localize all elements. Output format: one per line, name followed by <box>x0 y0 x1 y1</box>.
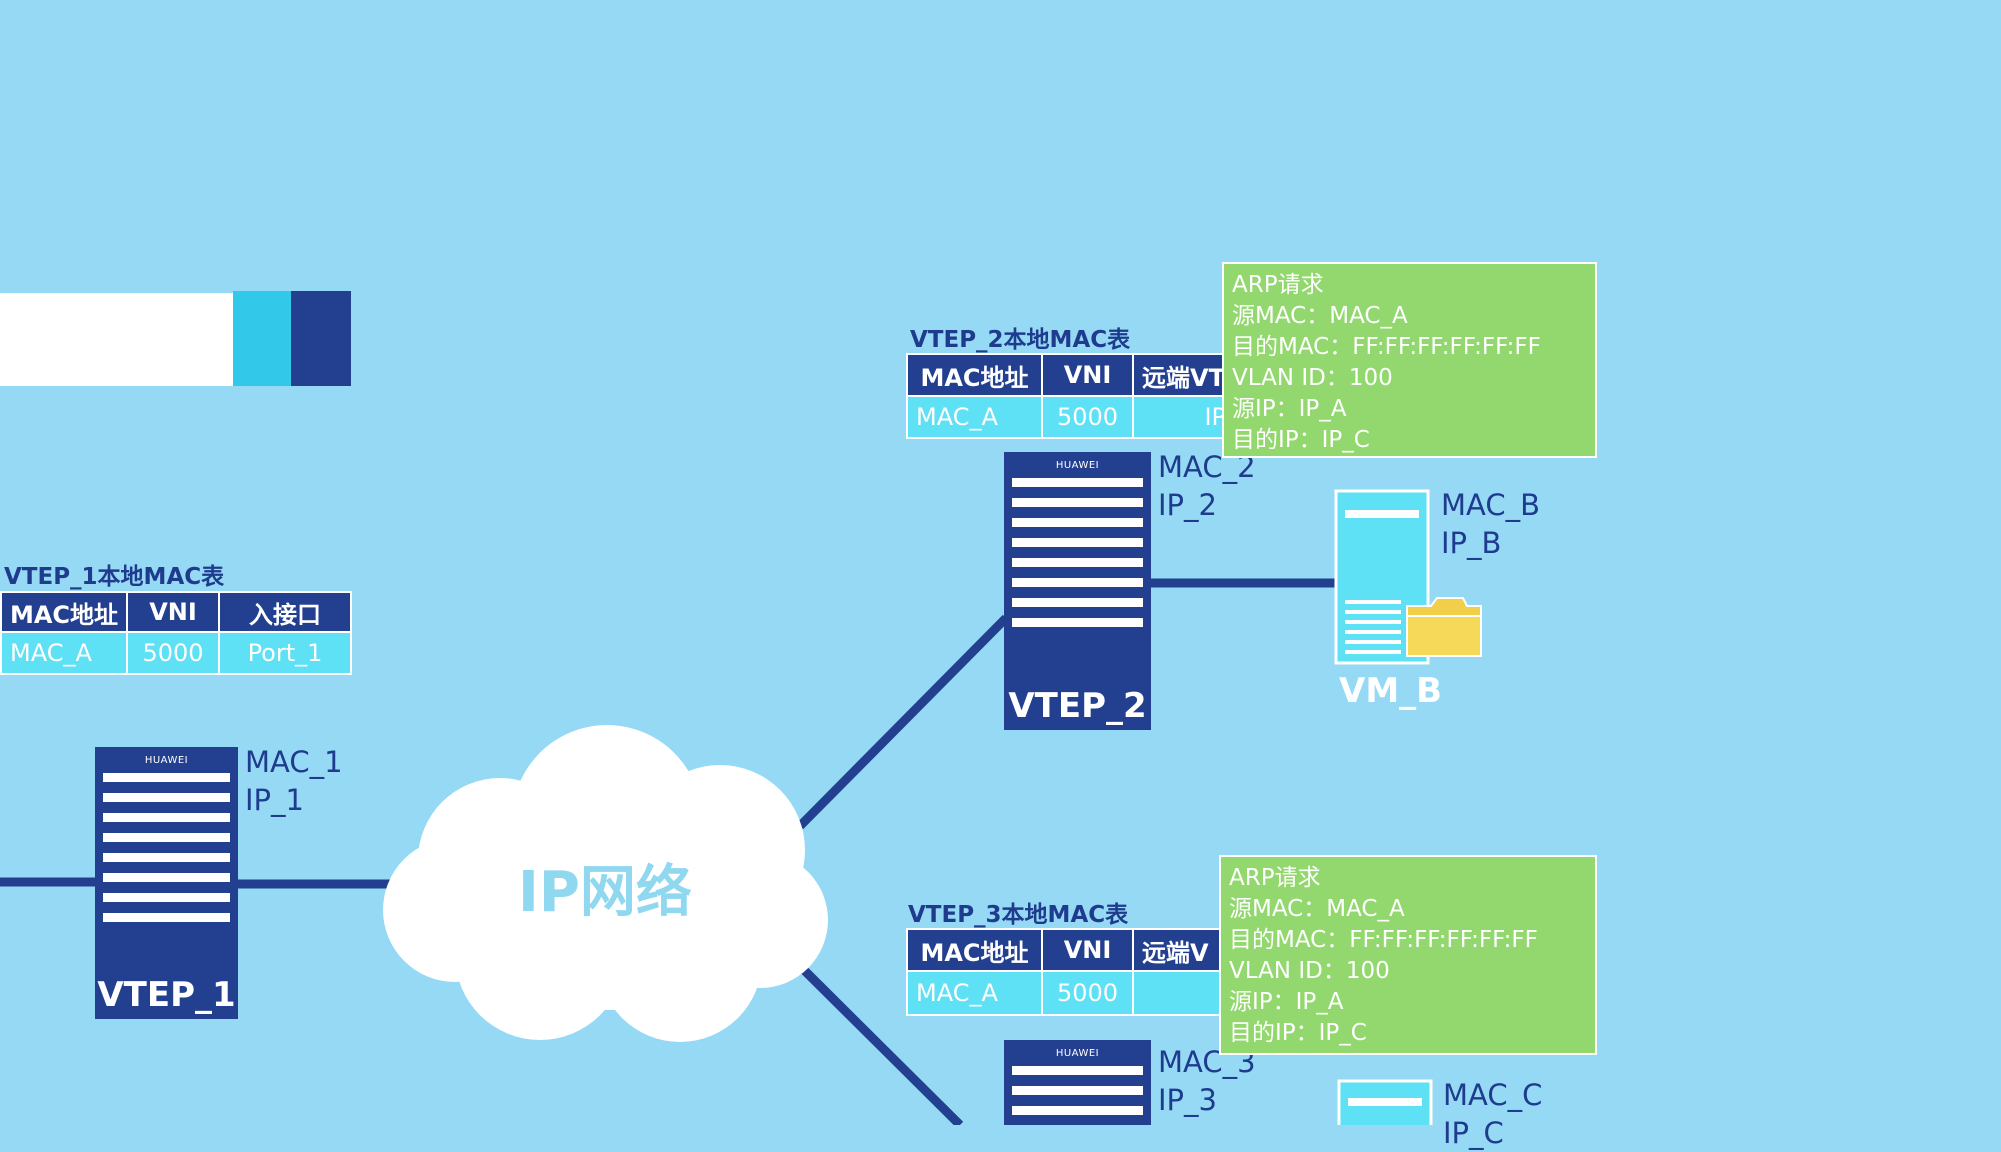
huawei-logo: HUAWEI <box>1055 460 1100 471</box>
vtep2-ip: IP_2 <box>1158 488 1217 522</box>
network-links <box>0 578 1336 1125</box>
vtep1-address: MAC_1 IP_1 <box>245 743 343 819</box>
packet-outer-header-segment <box>291 291 351 386</box>
vtep2-mac-table: MAC地址 VNI 远端VT MAC_A 5000 IP <box>906 353 1228 439</box>
vtep3-table-title: VTEP_3本地MAC表 <box>908 902 1129 928</box>
vtep1-ip: IP_1 <box>245 783 304 817</box>
vm-c-server <box>1336 1078 1436 1143</box>
arp-vlan: VLAN ID：100 <box>1232 365 1393 391</box>
vtep1-cell-vni: 5000 <box>128 633 220 673</box>
vm-c-mac: MAC_C <box>1443 1078 1543 1112</box>
vtep2-header-mac: MAC地址 <box>908 355 1043 395</box>
vtep3-header-vni: VNI <box>1043 930 1134 970</box>
vtep1-table-title: VTEP_1本地MAC表 <box>4 564 225 590</box>
huawei-logo: HUAWEI <box>144 755 189 766</box>
arp-vlan: VLAN ID：100 <box>1229 958 1390 984</box>
vtep1-header-vni: VNI <box>128 593 220 631</box>
link-cloud-vtep3 <box>796 962 964 1125</box>
vm-c-ip: IP_C <box>1443 1116 1504 1150</box>
arp-dst-mac: 目的MAC：FF:FF:FF:FF:FF:FF <box>1232 334 1541 360</box>
server-icon <box>1337 1079 1433 1143</box>
vm-b-address: MAC_B IP_B <box>1441 486 1540 562</box>
arp-dst-mac: 目的MAC：FF:FF:FF:FF:FF:FF <box>1229 927 1538 953</box>
arp-title: ARP请求 <box>1232 272 1324 298</box>
vtep2-switch: HUAWEI VTEP_2 <box>1004 452 1151 730</box>
vtep3-header-mac: MAC地址 <box>908 930 1043 970</box>
vtep1-mac-table: MAC地址 VNI 入接口 MAC_A 5000 Port_1 <box>0 591 352 675</box>
arp-src-mac: 源MAC：MAC_A <box>1232 303 1408 329</box>
packet-inner-header-segment <box>233 291 291 386</box>
arp-src-mac: 源MAC：MAC_A <box>1229 896 1405 922</box>
vtep1-header-port: 入接口 <box>220 593 350 631</box>
vtep2-header-vni: VNI <box>1043 355 1134 395</box>
vtep1-header-mac: MAC地址 <box>2 593 128 631</box>
switch-ports-icon <box>1012 478 1143 638</box>
vtep3-ip: IP_3 <box>1158 1083 1217 1117</box>
switch-ports-icon <box>103 773 230 933</box>
folder-icon <box>1406 597 1482 657</box>
vtep2-address: MAC_2 IP_2 <box>1158 448 1256 524</box>
cloud-label: IP网络 <box>518 860 692 925</box>
vtep2-cell-remote: IP <box>1134 397 1226 437</box>
arp-src-ip: 源IP：IP_A <box>1232 396 1347 422</box>
vtep2-label: VTEP_2 <box>1008 686 1147 726</box>
vtep1-label: VTEP_1 <box>97 975 236 1015</box>
cloud-shape <box>383 725 828 1042</box>
vtep1-switch: HUAWEI VTEP_1 <box>95 747 238 1019</box>
switch-ports-icon <box>1012 1066 1143 1126</box>
link-cloud-vtep2 <box>796 614 1010 830</box>
vm-b-mac: MAC_B <box>1441 488 1540 522</box>
vtep2-arp-request: ARP请求 源MAC：MAC_A 目的MAC：FF:FF:FF:FF:FF:FF… <box>1222 262 1597 458</box>
vtep3-header-remote: 远端V <box>1134 930 1226 970</box>
vm-b-label: VM_B <box>1339 671 1443 711</box>
vtep2-table-title: VTEP_2本地MAC表 <box>910 327 1131 353</box>
vtep1-cell-mac: MAC_A <box>2 633 128 673</box>
vm-b-ip: IP_B <box>1441 526 1502 560</box>
vtep3-arp-request: ARP请求 源MAC：MAC_A 目的MAC：FF:FF:FF:FF:FF:FF… <box>1219 855 1597 1055</box>
vtep2-cell-vni: 5000 <box>1043 397 1134 437</box>
packet-payload-segment <box>0 293 233 386</box>
vtep3-mac-table: MAC地址 VNI 远端V MAC_A 5000 I <box>906 928 1228 1016</box>
vtep3-cell-remote: I <box>1134 972 1226 1014</box>
vm-b-server <box>1333 488 1483 668</box>
vtep2-header-remote: 远端VT <box>1134 355 1226 395</box>
arp-dst-ip: 目的IP：IP_C <box>1229 1020 1367 1046</box>
huawei-logo: HUAWEI <box>1055 1048 1100 1059</box>
vtep1-cell-port: Port_1 <box>220 633 350 673</box>
arp-title: ARP请求 <box>1229 865 1321 891</box>
vtep3-switch: HUAWEI <box>1004 1040 1151 1125</box>
arp-src-ip: 源IP：IP_A <box>1229 989 1344 1015</box>
vtep2-cell-mac: MAC_A <box>908 397 1043 437</box>
vtep3-cell-vni: 5000 <box>1043 972 1134 1014</box>
vm-c-address: MAC_C IP_C <box>1443 1076 1542 1152</box>
vtep3-cell-mac: MAC_A <box>908 972 1043 1014</box>
vtep1-mac: MAC_1 <box>245 745 343 779</box>
arp-dst-ip: 目的IP：IP_C <box>1232 427 1370 453</box>
